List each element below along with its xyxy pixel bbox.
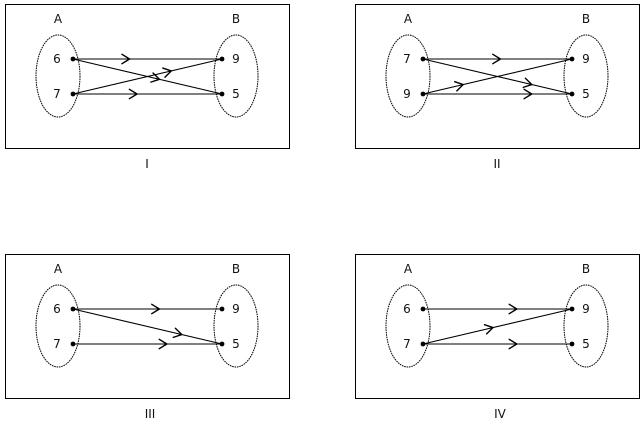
set-a-point-9 [420, 91, 426, 97]
edges-group [70, 53, 225, 100]
set-b-point-5 [219, 91, 225, 97]
edges-group [420, 53, 575, 100]
set-a-label: A [404, 12, 413, 26]
panel-frame [355, 254, 640, 399]
set-a-oval [385, 34, 431, 118]
set-a-point-6 [70, 306, 76, 312]
set-a-element-1: 6 [53, 302, 61, 316]
set-b-element-1: 9 [582, 52, 590, 66]
panel-caption: IV [494, 407, 507, 421]
set-b-element-1: 9 [232, 52, 240, 66]
set-b-point-5 [219, 341, 225, 347]
arrowhead-icon [508, 303, 518, 315]
set-b-point-9 [219, 306, 225, 312]
set-b-element-1: 9 [582, 302, 590, 316]
set-a-element-2: 7 [53, 87, 61, 101]
arrowhead-icon [492, 53, 502, 65]
arrowhead-icon [151, 303, 161, 315]
set-b-label: B [582, 12, 590, 26]
set-a-oval [385, 284, 431, 368]
edges-group [420, 303, 575, 350]
set-b-oval [213, 284, 259, 368]
panel-frame [5, 254, 290, 399]
set-a-element-1: 6 [403, 302, 411, 316]
relation-arrow-9-to-9 [422, 58, 573, 95]
set-b-element-2: 5 [232, 337, 240, 351]
arrowhead-icon [158, 338, 168, 350]
set-a-point-6 [420, 306, 426, 312]
arrowhead-icon [523, 88, 533, 100]
edges-group [70, 303, 225, 350]
set-b-label: B [232, 262, 240, 276]
relation-arrow-7-to-9 [72, 58, 223, 95]
set-a-label: A [54, 262, 63, 276]
relation-arrow-6-to-5 [72, 308, 223, 345]
panel-frame [355, 4, 640, 149]
arrowhead-icon [483, 324, 494, 335]
panel-frame [5, 4, 290, 149]
set-b-point-5 [569, 341, 575, 347]
arrowhead-icon [508, 338, 518, 350]
panel-III: A B 6 7 9 5 III [5, 254, 290, 421]
set-a-element-1: 7 [403, 52, 411, 66]
panel-II: A B 7 9 9 5 II [355, 4, 640, 171]
relation-arrow-7-to-9 [422, 308, 573, 345]
arrowhead-icon [121, 53, 131, 65]
set-b-element-2: 5 [582, 337, 590, 351]
set-b-oval [213, 34, 259, 118]
arrowhead-icon [128, 88, 138, 100]
set-a-element-2: 7 [403, 337, 411, 351]
set-b-point-9 [569, 306, 575, 312]
set-a-label: A [54, 12, 63, 26]
panel-I: A B 6 7 9 5 I [5, 4, 290, 171]
panel-IV: A B 6 7 9 5 IV [355, 254, 640, 421]
set-a-point-7 [420, 56, 426, 62]
arrowhead-icon [162, 67, 173, 78]
set-b-point-9 [569, 56, 575, 62]
set-b-element-2: 5 [232, 87, 240, 101]
panel-caption: II [493, 157, 500, 171]
set-a-point-6 [70, 56, 76, 62]
set-b-point-5 [569, 91, 575, 97]
set-b-oval [563, 284, 609, 368]
set-a-label: A [404, 262, 413, 276]
panel-caption: I [145, 157, 149, 171]
arrowhead-icon [172, 327, 183, 339]
set-b-element-1: 9 [232, 302, 240, 316]
set-a-oval [35, 34, 81, 118]
arrowhead-icon [453, 81, 464, 92]
set-a-point-7 [420, 341, 426, 347]
set-b-oval [563, 34, 609, 118]
set-a-element-1: 6 [53, 52, 61, 66]
set-b-point-9 [219, 56, 225, 62]
set-a-point-7 [70, 341, 76, 347]
set-a-oval [35, 284, 81, 368]
set-b-label: B [582, 262, 590, 276]
set-a-element-2: 9 [403, 87, 411, 101]
arrowhead-icon [522, 77, 533, 89]
set-a-element-2: 7 [53, 337, 61, 351]
set-a-point-7 [70, 91, 76, 97]
set-b-element-2: 5 [582, 87, 590, 101]
panel-caption: III [145, 407, 156, 421]
set-b-label: B [232, 12, 240, 26]
